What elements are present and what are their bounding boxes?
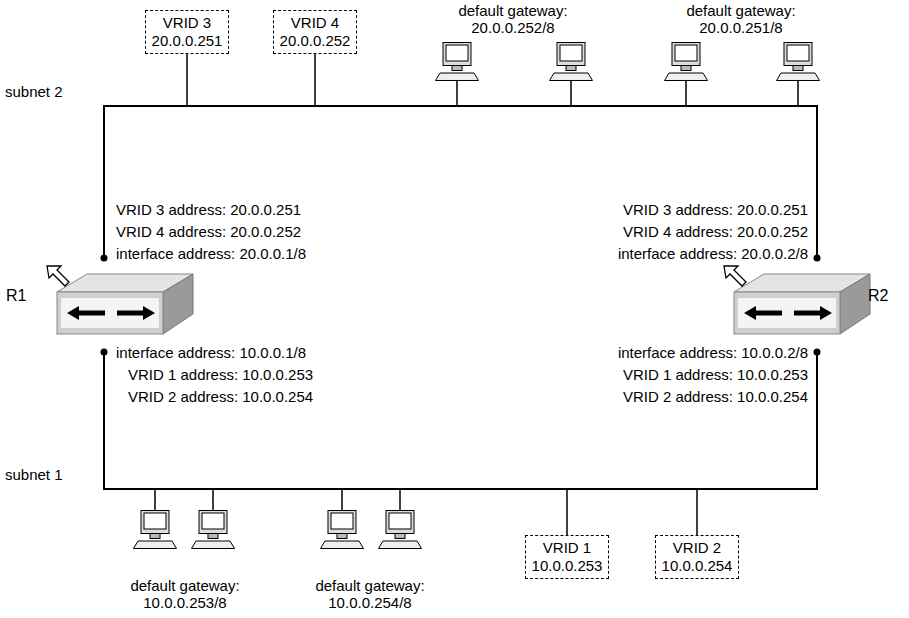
vrid-text: VRID 1 10.0.0.253 xyxy=(529,539,605,575)
computer-icon xyxy=(192,511,235,549)
vrid-text: VRID 4 20.0.0.252 xyxy=(277,14,353,50)
computers xyxy=(134,43,820,549)
virtual-router-box: VRID 3 20.0.0.251 xyxy=(145,10,229,54)
drop-line xyxy=(341,489,343,511)
gateway-label: default gateway: 10.0.0.254/8 xyxy=(308,577,432,611)
address-label: interface address: 20.0.0.1/8 xyxy=(116,245,306,263)
interface-dot xyxy=(814,349,821,356)
computer-icon xyxy=(436,43,479,81)
drop-line xyxy=(154,489,156,511)
computer-icon xyxy=(321,511,364,549)
interface-dot xyxy=(814,255,821,262)
computer-icon xyxy=(665,43,708,81)
address-label: VRID 3 address: 20.0.0.251 xyxy=(116,201,301,219)
address-label: VRID 1 address: 10.0.0.253 xyxy=(128,366,313,384)
router-name: R1 xyxy=(6,287,26,305)
subnet-label: subnet 2 xyxy=(5,83,63,101)
router-name: R2 xyxy=(868,287,888,305)
drop-line xyxy=(685,80,687,106)
virtual-router-box: VRID 4 20.0.0.252 xyxy=(273,10,357,54)
address-label: interface address: 10.0.0.2/8 xyxy=(618,344,808,362)
subnet-label: subnet 1 xyxy=(5,466,63,484)
router-icon xyxy=(47,266,193,334)
drop-line xyxy=(456,80,458,106)
address-label: VRID 4 address: 20.0.0.252 xyxy=(623,223,808,241)
gateway-label: default gateway: 20.0.0.252/8 xyxy=(451,2,575,36)
drop-line xyxy=(797,80,799,106)
computer-icon xyxy=(379,511,422,549)
drop-lines xyxy=(155,40,798,555)
gateway-label: default gateway: 10.0.0.253/8 xyxy=(123,577,247,611)
address-label: interface address: 20.0.0.2/8 xyxy=(618,245,808,263)
router-icon xyxy=(724,266,870,334)
subnet-bus xyxy=(104,106,817,258)
router-node: R1 xyxy=(6,287,26,305)
address-label: VRID 3 address: 20.0.0.251 xyxy=(623,201,808,219)
drop-line xyxy=(212,489,214,511)
interface-dot xyxy=(101,255,108,262)
interface-dot xyxy=(101,349,108,356)
address-label: VRID 2 address: 10.0.0.254 xyxy=(128,388,313,406)
interface-dots xyxy=(101,255,821,356)
address-label: interface address: 10.0.0.1/8 xyxy=(116,344,306,362)
drop-line xyxy=(570,80,572,106)
vrid-text: VRID 3 20.0.0.251 xyxy=(149,14,225,50)
address-label: VRID 2 address: 10.0.0.254 xyxy=(623,388,808,406)
subnet-bus xyxy=(104,352,817,489)
virtual-router-box: VRID 1 10.0.0.253 xyxy=(525,535,609,579)
gateway-label: default gateway: 20.0.0.251/8 xyxy=(679,2,803,36)
routers xyxy=(47,266,870,334)
drop-line xyxy=(399,489,401,511)
router-node: R2 xyxy=(868,287,888,305)
computer-icon xyxy=(550,43,593,81)
computer-icon xyxy=(134,511,177,549)
virtual-router-box: VRID 2 10.0.0.254 xyxy=(655,535,739,579)
vrid-text: VRID 2 10.0.0.254 xyxy=(659,539,735,575)
bus-lines xyxy=(104,106,817,489)
address-label: VRID 4 address: 20.0.0.252 xyxy=(116,223,301,241)
computer-icon xyxy=(777,43,820,81)
address-label: VRID 1 address: 10.0.0.253 xyxy=(623,366,808,384)
